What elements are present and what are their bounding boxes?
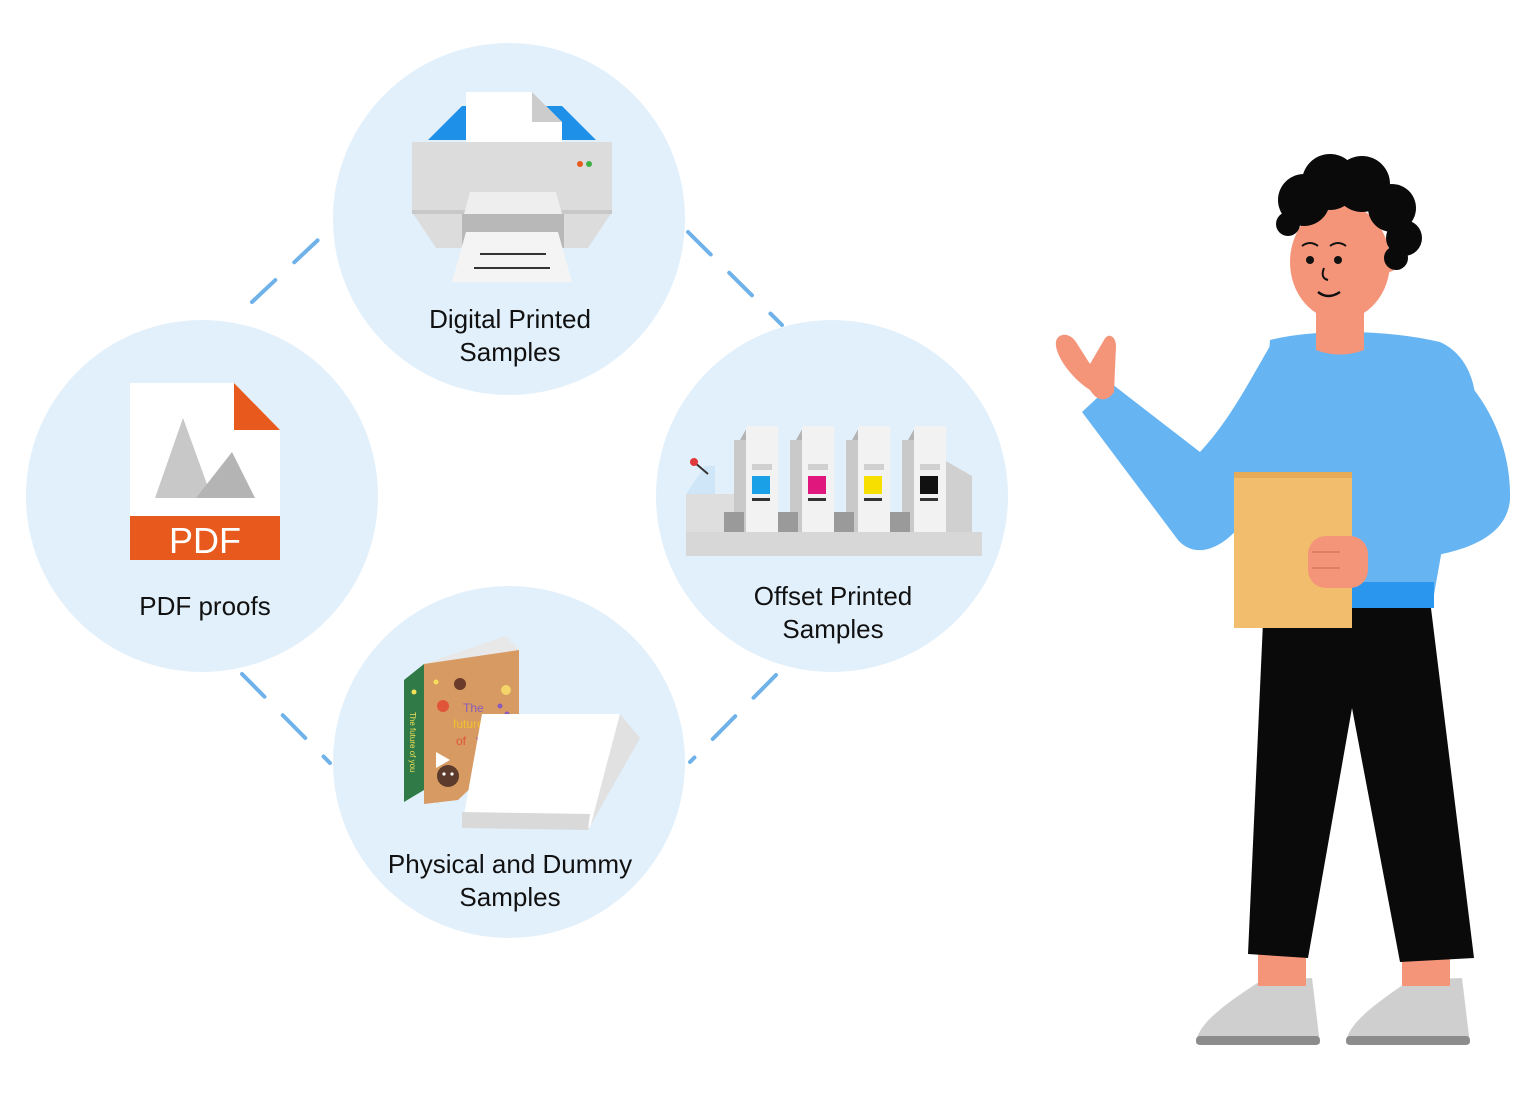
pdf-badge-text: PDF xyxy=(169,520,241,561)
pdf-label-line-1: PDF proofs xyxy=(139,591,271,621)
press-unit-yellow xyxy=(834,426,890,532)
hair xyxy=(1276,154,1422,270)
physical-node-label: Physical and Dummy Samples xyxy=(360,848,660,914)
digital-label-line-2: Samples xyxy=(459,337,561,367)
book-spine-text: The future of you xyxy=(408,712,417,772)
connector-offset-physical xyxy=(688,673,778,764)
offset-label-line-2: Samples xyxy=(782,614,884,644)
connector-pdf-digital xyxy=(250,238,320,304)
press-unit-black xyxy=(890,426,946,532)
physical-label-line-1: Physical and Dummy xyxy=(387,849,633,879)
offset-label-line-1: Offset Printed xyxy=(753,581,913,611)
digital-node-label: Digital Printed Samples xyxy=(360,303,660,369)
book-title-line-2: future xyxy=(453,717,484,731)
shoes xyxy=(1196,978,1470,1045)
book-title-line-1: The xyxy=(463,701,484,715)
physical-label-line-2: Samples xyxy=(459,882,561,912)
digital-label-line-1: Digital Printed xyxy=(429,304,591,334)
press-unit-magenta xyxy=(778,426,834,532)
pdf-node-label: PDF proofs xyxy=(55,590,355,623)
connector-digital-offset xyxy=(686,230,784,327)
book-title-line-3: of xyxy=(456,734,467,748)
connector-pdf-physical xyxy=(240,672,332,765)
press-unit-cyan xyxy=(724,426,778,532)
offset-node-label: Offset Printed Samples xyxy=(683,580,983,646)
